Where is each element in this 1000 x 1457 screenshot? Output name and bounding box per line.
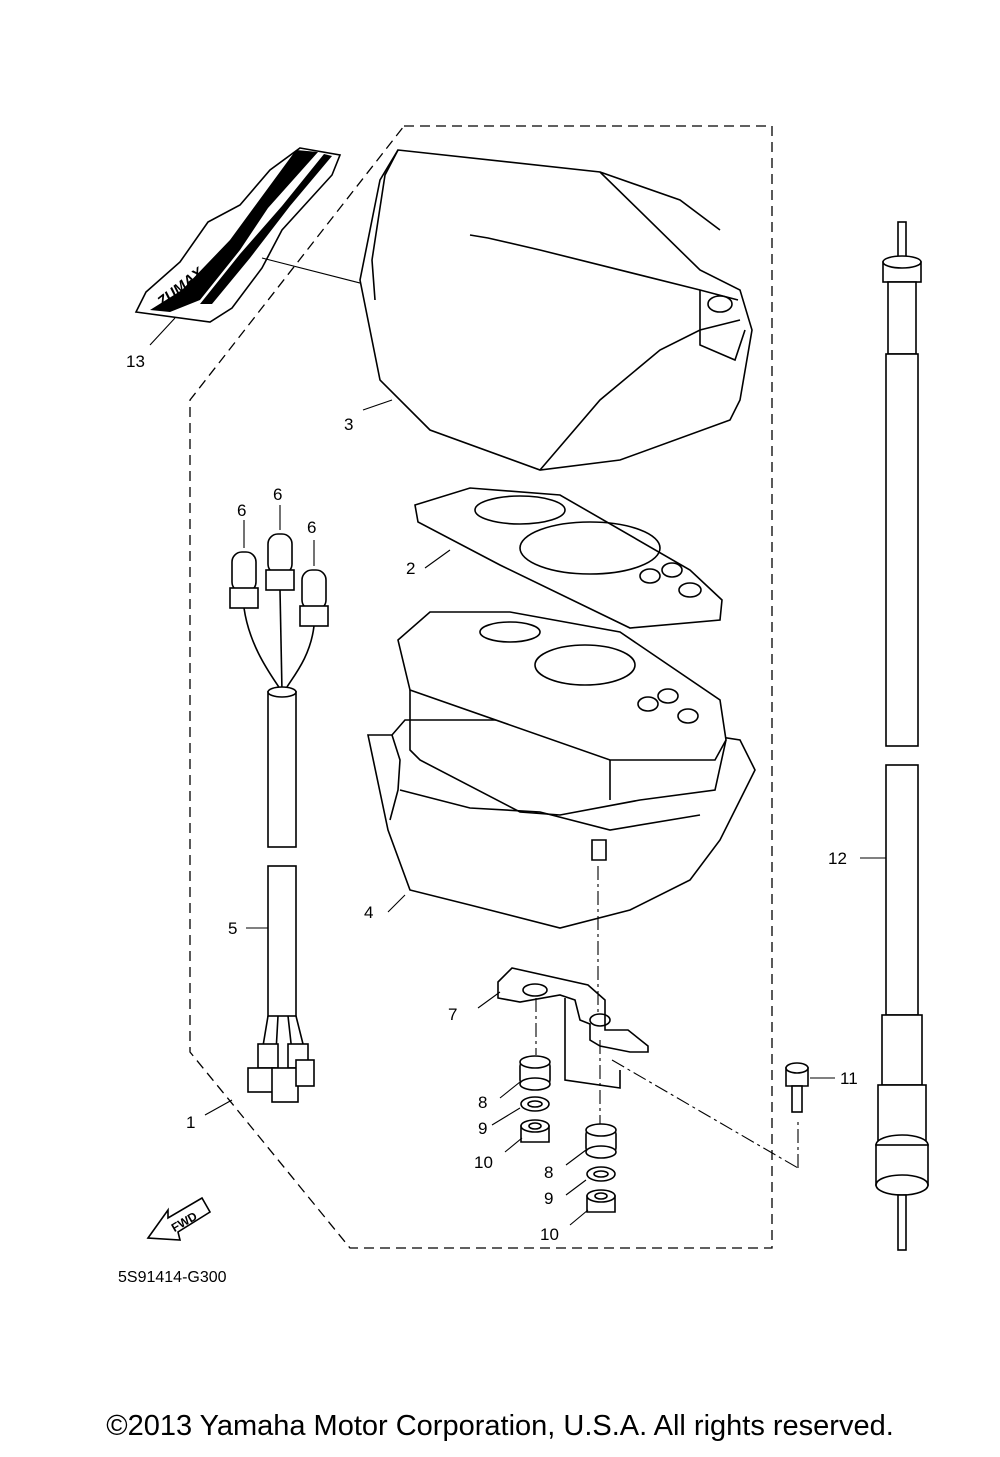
callout-8-left: 8 bbox=[478, 1093, 487, 1112]
bulb-part-6 bbox=[229, 533, 329, 627]
fwd-arrow-icon: FWD bbox=[146, 1196, 212, 1241]
callout-7: 7 bbox=[448, 1005, 457, 1024]
callout-11: 11 bbox=[840, 1069, 858, 1088]
callout-6-center: 6 bbox=[273, 485, 282, 504]
meter-cover-part-3 bbox=[359, 149, 753, 471]
wire-harness-part-5 bbox=[243, 589, 315, 1103]
nut-part-10-left bbox=[520, 1119, 550, 1143]
meter-lens-part-2 bbox=[414, 487, 723, 629]
callout-5: 5 bbox=[228, 919, 237, 938]
cable-part-12 bbox=[875, 221, 929, 1251]
callout-4: 4 bbox=[364, 903, 373, 922]
callout-12: 12 bbox=[828, 849, 847, 868]
callout-10-left: 10 bbox=[474, 1153, 493, 1172]
nut-part-10-right bbox=[586, 1189, 616, 1213]
diagram-code: 5S91414-G300 bbox=[118, 1269, 227, 1286]
decal-part-13: ZUMAX bbox=[134, 147, 342, 323]
callout-3: 3 bbox=[344, 415, 353, 434]
callout-6-right: 6 bbox=[307, 518, 316, 537]
callout-13: 13 bbox=[126, 352, 145, 371]
copyright-notice: ©2013 Yamaha Motor Corporation, U.S.A. A… bbox=[106, 1410, 894, 1442]
callout-9-right: 9 bbox=[544, 1189, 553, 1208]
callout-6-left: 6 bbox=[237, 501, 246, 520]
callout-8-right: 8 bbox=[544, 1163, 553, 1182]
callout-9-left: 9 bbox=[478, 1119, 487, 1138]
meter-assembly-part-4 bbox=[367, 611, 756, 929]
bracket-part-7 bbox=[497, 967, 649, 1089]
washer-part-9-right bbox=[586, 1166, 616, 1182]
bolt-part-11 bbox=[785, 1062, 809, 1113]
callout-10-right: 10 bbox=[540, 1225, 559, 1244]
grommet-part-8-right bbox=[585, 1123, 617, 1159]
assembly-boundary bbox=[189, 125, 773, 1249]
callout-2: 2 bbox=[406, 559, 415, 578]
callout-1: 1 bbox=[186, 1113, 195, 1132]
grommet-part-8-left bbox=[519, 1055, 551, 1091]
washer-part-9-left bbox=[520, 1096, 550, 1112]
